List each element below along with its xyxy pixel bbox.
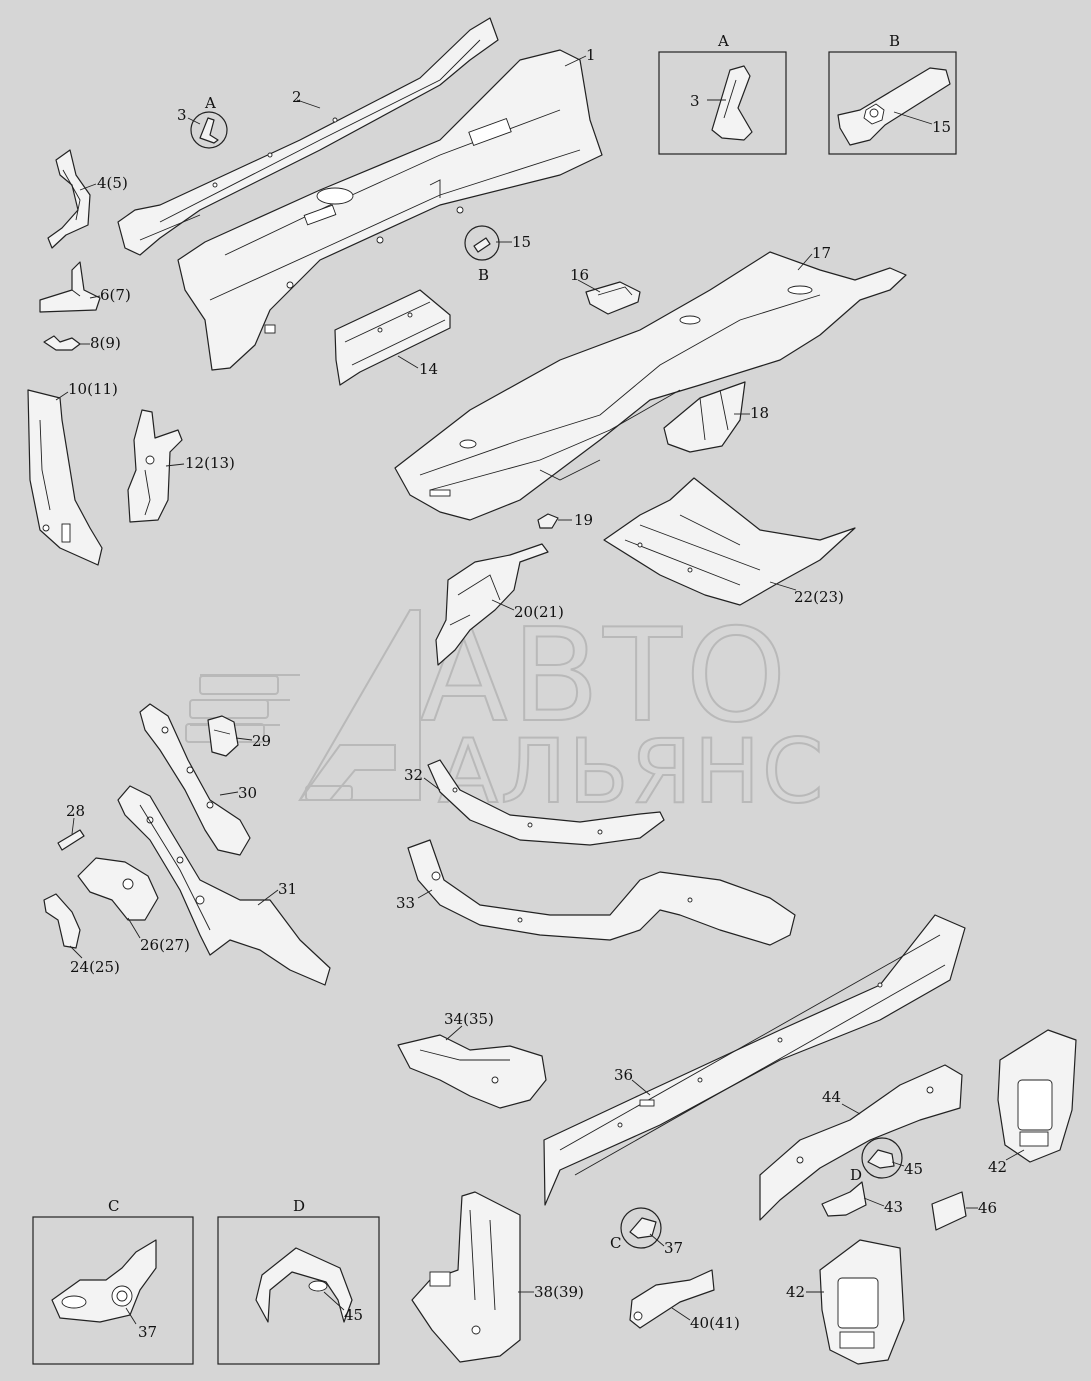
part-40-bracket bbox=[629, 1269, 715, 1329]
watermark-logo bbox=[185, 609, 421, 801]
part-33-rail bbox=[407, 839, 796, 946]
part-24-bracket bbox=[43, 893, 81, 949]
label-18: 18 bbox=[750, 404, 769, 422]
view-a-callout-letter: A bbox=[204, 94, 216, 112]
part-36-sill bbox=[543, 914, 966, 1206]
part-26-bracket bbox=[77, 857, 159, 921]
part-4-bracket bbox=[47, 149, 91, 249]
label-44: 44 bbox=[822, 1088, 841, 1106]
part-2-cowl-panel bbox=[117, 17, 499, 256]
part-1-dash-panel bbox=[177, 49, 603, 371]
label-19: 19 bbox=[574, 511, 593, 529]
detail-box-b-part: 15 bbox=[932, 118, 951, 136]
part-18-box bbox=[663, 381, 746, 453]
label-46: 46 bbox=[978, 1199, 997, 1217]
label-29: 29 bbox=[252, 732, 271, 750]
part-16-cover bbox=[585, 281, 641, 315]
label-24: 24(25) bbox=[70, 958, 120, 976]
detail-box-d-title: D bbox=[293, 1197, 305, 1215]
label-12: 12(13) bbox=[185, 454, 235, 472]
label-42-lower: 42 bbox=[786, 1283, 805, 1301]
detail-box-c bbox=[32, 1216, 194, 1365]
label-36: 36 bbox=[614, 1066, 633, 1084]
detail-box-a-title: A bbox=[717, 32, 729, 50]
part-17-floor-panel bbox=[394, 251, 907, 521]
label-31: 31 bbox=[278, 880, 297, 898]
part-14-crossmember bbox=[334, 289, 451, 386]
part-43-bracket bbox=[821, 1181, 867, 1217]
part-28-plate bbox=[57, 829, 85, 851]
view-b-callout-letter: B bbox=[478, 266, 489, 284]
part-22-rear-floor bbox=[603, 477, 856, 606]
part-31-front-rail bbox=[117, 785, 331, 986]
watermark-text-line2: АЛЬЯНС bbox=[438, 720, 826, 823]
label-37-small: 37 bbox=[664, 1239, 683, 1257]
label-17: 17 bbox=[812, 244, 831, 262]
view-d-callout bbox=[861, 1137, 903, 1179]
part-8-clip bbox=[43, 335, 81, 351]
part-30-side-rail bbox=[139, 703, 251, 856]
detail-box-d bbox=[217, 1216, 380, 1365]
label-6: 6(7) bbox=[100, 286, 131, 304]
label-22: 22(23) bbox=[794, 588, 844, 606]
part-15-nut bbox=[464, 225, 500, 261]
detail-box-a bbox=[658, 51, 787, 155]
detail-box-b-title: B bbox=[889, 32, 900, 50]
label-34: 34(35) bbox=[444, 1010, 494, 1028]
view-a-callout bbox=[190, 111, 228, 149]
label-43: 43 bbox=[884, 1198, 903, 1216]
part-42-lower-frame bbox=[819, 1239, 905, 1365]
part-46-bracket bbox=[931, 1191, 967, 1231]
detail-box-b bbox=[828, 51, 957, 155]
part-34-panel bbox=[397, 1034, 547, 1109]
label-14: 14 bbox=[419, 360, 438, 378]
part-20-pillar-panel bbox=[435, 543, 549, 666]
part-38-pillar bbox=[411, 1191, 521, 1363]
part-32-rail bbox=[427, 759, 665, 846]
view-c-callout-letter: C bbox=[610, 1234, 621, 1252]
view-d-callout-letter: D bbox=[850, 1166, 862, 1184]
view-c-callout bbox=[620, 1207, 662, 1249]
part-6-bracket bbox=[39, 261, 101, 313]
label-10: 10(11) bbox=[68, 380, 118, 398]
label-33: 33 bbox=[396, 894, 415, 912]
watermark-text-line1: АВТО bbox=[420, 602, 790, 751]
label-8: 8(9) bbox=[90, 334, 121, 352]
part-44-rail bbox=[759, 1064, 963, 1221]
label-45-small: 45 bbox=[904, 1160, 923, 1178]
part-10-side-panel bbox=[27, 389, 103, 566]
label-38: 38(39) bbox=[534, 1283, 584, 1301]
part-42-upper-frame bbox=[997, 1029, 1077, 1163]
label-3-small: 3 bbox=[177, 106, 187, 124]
label-20: 20(21) bbox=[514, 603, 564, 621]
label-40: 40(41) bbox=[690, 1314, 740, 1332]
label-2: 2 bbox=[292, 88, 302, 106]
label-32: 32 bbox=[404, 766, 423, 784]
label-26: 26(27) bbox=[140, 936, 190, 954]
part-12-pillar bbox=[127, 409, 183, 523]
label-1: 1 bbox=[586, 46, 596, 64]
label-42-upper: 42 bbox=[988, 1158, 1007, 1176]
detail-box-a-part: 3 bbox=[690, 92, 700, 110]
part-19-plug bbox=[537, 513, 559, 529]
label-15-small: 15 bbox=[512, 233, 531, 251]
label-30: 30 bbox=[238, 784, 257, 802]
label-16: 16 bbox=[570, 266, 589, 284]
detail-box-c-title: C bbox=[108, 1197, 119, 1215]
part-29-bracket bbox=[207, 715, 239, 757]
detail-box-c-part: 37 bbox=[138, 1323, 157, 1341]
detail-box-d-part: 45 bbox=[344, 1306, 363, 1324]
label-4: 4(5) bbox=[97, 174, 128, 192]
label-28: 28 bbox=[66, 802, 85, 820]
